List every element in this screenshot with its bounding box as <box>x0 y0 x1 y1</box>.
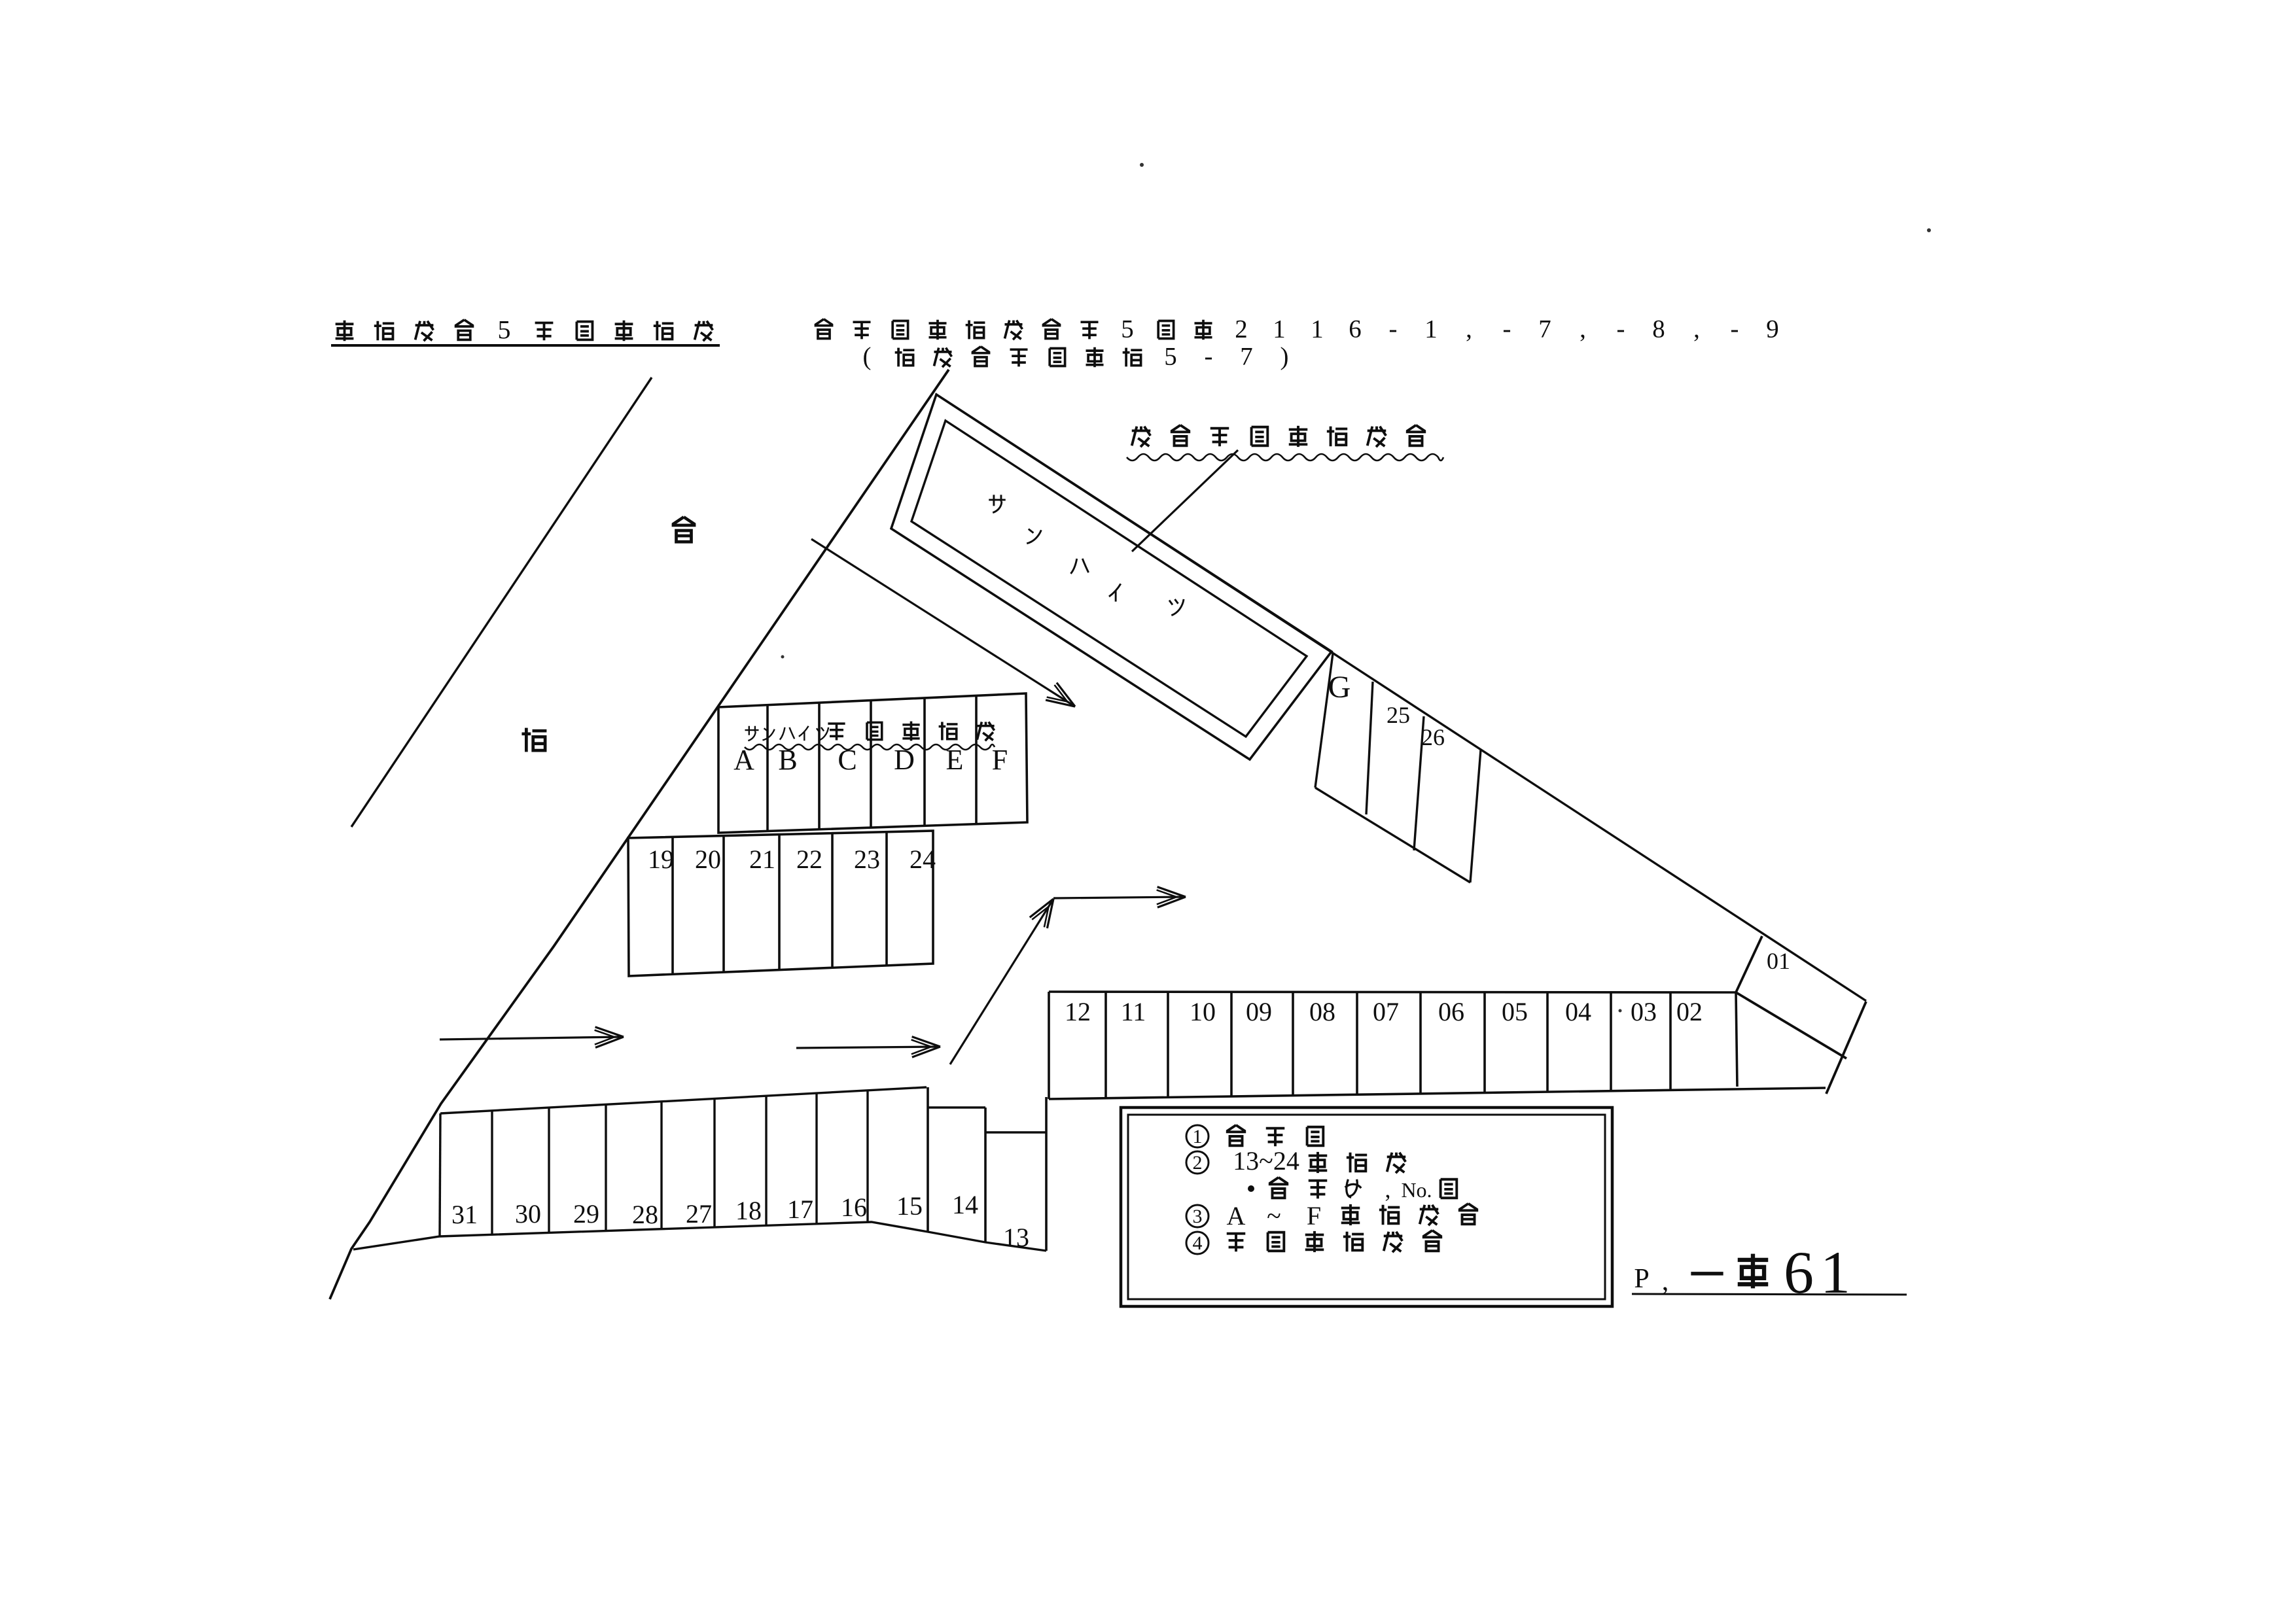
svg-text:03: 03 <box>1631 997 1657 1026</box>
svg-text:06: 06 <box>1438 997 1464 1026</box>
svg-text:2: 2 <box>1235 315 1247 343</box>
svg-text:28: 28 <box>632 1200 658 1229</box>
svg-text:A: A <box>733 744 754 776</box>
svg-text:F: F <box>1307 1201 1321 1230</box>
svg-text:A: A <box>1227 1201 1246 1230</box>
svg-text:F: F <box>992 744 1008 776</box>
svg-text:1: 1 <box>1273 315 1285 343</box>
svg-text:,: , <box>1385 1176 1391 1202</box>
svg-text:22: 22 <box>796 845 822 874</box>
svg-text:4: 4 <box>1193 1232 1203 1254</box>
svg-text:2: 2 <box>1193 1152 1203 1174</box>
svg-text:-: - <box>1503 315 1511 343</box>
svg-text:12: 12 <box>1065 997 1091 1026</box>
svg-text:5: 5 <box>1164 343 1176 371</box>
svg-text:-: - <box>1389 315 1398 343</box>
svg-text:,: , <box>1662 1266 1669 1297</box>
svg-text:17: 17 <box>787 1195 813 1224</box>
svg-text:E: E <box>946 744 964 776</box>
svg-text:,: , <box>1693 315 1700 343</box>
svg-text:7: 7 <box>1240 343 1252 371</box>
svg-text:16: 16 <box>841 1193 867 1222</box>
svg-text:20: 20 <box>695 845 721 874</box>
svg-text:,: , <box>1580 315 1586 343</box>
svg-text:13~24: 13~24 <box>1233 1146 1299 1176</box>
svg-text:-: - <box>1731 315 1739 343</box>
svg-text:05: 05 <box>1502 997 1528 1026</box>
svg-text:24: 24 <box>910 845 936 874</box>
svg-text:(: ( <box>863 343 872 371</box>
svg-text:31: 31 <box>451 1200 478 1229</box>
svg-text:G: G <box>1328 670 1351 705</box>
svg-text:3: 3 <box>1193 1206 1203 1227</box>
svg-text:18: 18 <box>735 1196 762 1225</box>
svg-text:26: 26 <box>1421 724 1445 750</box>
svg-text:1: 1 <box>1424 315 1437 343</box>
svg-text:7: 7 <box>1538 315 1551 343</box>
svg-text:C: C <box>838 744 857 776</box>
svg-text:21: 21 <box>749 845 775 874</box>
svg-text:~: ~ <box>1267 1201 1281 1230</box>
svg-text:61: 61 <box>1784 1239 1857 1306</box>
svg-text:B: B <box>778 744 797 776</box>
svg-text:): ) <box>1280 343 1289 371</box>
svg-text:23: 23 <box>854 845 880 874</box>
svg-text:1: 1 <box>1193 1126 1203 1147</box>
svg-text:9: 9 <box>1766 315 1778 343</box>
svg-text:29: 29 <box>573 1199 599 1229</box>
svg-text:13: 13 <box>1003 1223 1029 1252</box>
svg-text:07: 07 <box>1373 997 1399 1026</box>
svg-text:5: 5 <box>498 315 511 344</box>
svg-text:5: 5 <box>1121 315 1133 343</box>
svg-text:08: 08 <box>1309 997 1335 1026</box>
svg-text:P: P <box>1634 1264 1649 1294</box>
svg-text:1: 1 <box>1311 315 1323 343</box>
svg-text:11: 11 <box>1121 997 1146 1026</box>
svg-text:8: 8 <box>1652 315 1665 343</box>
svg-text:,: , <box>1466 315 1472 343</box>
svg-text:D: D <box>894 744 915 776</box>
svg-text:30: 30 <box>515 1199 541 1229</box>
svg-text:04: 04 <box>1565 997 1591 1026</box>
svg-text:27: 27 <box>686 1199 712 1229</box>
svg-text:6: 6 <box>1349 315 1361 343</box>
svg-text:09: 09 <box>1246 997 1272 1026</box>
svg-text:-: - <box>1617 315 1625 343</box>
svg-text:19: 19 <box>648 845 674 874</box>
svg-text:10: 10 <box>1190 997 1216 1026</box>
svg-text:25: 25 <box>1386 702 1410 728</box>
svg-text:-: - <box>1205 343 1213 371</box>
svg-text:01: 01 <box>1767 948 1790 974</box>
svg-text:No.: No. <box>1401 1178 1432 1202</box>
svg-text:02: 02 <box>1676 997 1703 1026</box>
svg-text:14: 14 <box>952 1190 978 1219</box>
svg-text:15: 15 <box>896 1191 923 1221</box>
